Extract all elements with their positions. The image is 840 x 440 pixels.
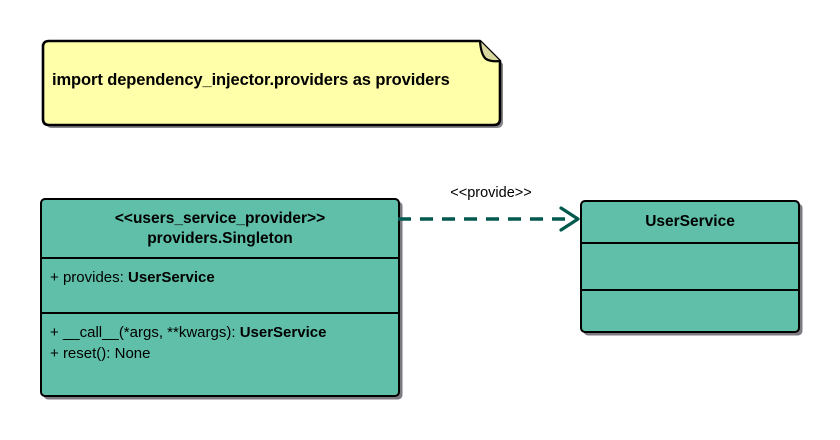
class-name: UserService bbox=[645, 213, 735, 231]
class-header-users-service-provider: <<users_service_provider>> providers.Sin… bbox=[42, 200, 398, 257]
class-box-users-service-provider[interactable]: <<users_service_provider>> providers.Sin… bbox=[40, 198, 400, 397]
operation-visibility: + bbox=[50, 344, 59, 362]
class-name: providers.Singleton bbox=[147, 229, 293, 247]
operation-visibility: + bbox=[50, 324, 59, 341]
dependency-connector[interactable]: <<provide>> bbox=[396, 185, 586, 236]
class-operations-compartment: + __call__(*args, **kwargs): UserService… bbox=[42, 312, 398, 395]
attribute-type: UserService bbox=[127, 269, 215, 286]
relationship-label-provide: <<provide>> bbox=[450, 185, 532, 201]
operation-label: __call__(*args, **kwargs): bbox=[62, 324, 240, 341]
attribute-label: provides: bbox=[62, 269, 128, 286]
operation-row: + reset(): None bbox=[50, 344, 390, 365]
class-stereotype: <<users_service_provider>> bbox=[114, 209, 326, 227]
class-attributes-compartment: + provides: UserService bbox=[42, 257, 398, 312]
attribute-visibility: + bbox=[50, 269, 59, 286]
note-text: import dependency_injector.providers as … bbox=[52, 71, 450, 89]
operation-label: reset(): None bbox=[62, 344, 151, 362]
note-shape[interactable]: import dependency_injector.providers as … bbox=[40, 39, 503, 128]
note-outline-icon bbox=[41, 39, 503, 128]
class-operations-compartment bbox=[582, 289, 798, 331]
operation-type: UserService bbox=[239, 324, 327, 341]
dependency-arrow-icon bbox=[398, 206, 580, 232]
class-box-user-service[interactable]: UserService bbox=[580, 200, 800, 333]
operation-row: + __call__(*args, **kwargs): UserService bbox=[50, 323, 390, 344]
class-header-user-service: UserService bbox=[582, 202, 798, 242]
attribute-row: + provides: UserService bbox=[50, 268, 390, 289]
class-attributes-compartment bbox=[582, 242, 798, 289]
